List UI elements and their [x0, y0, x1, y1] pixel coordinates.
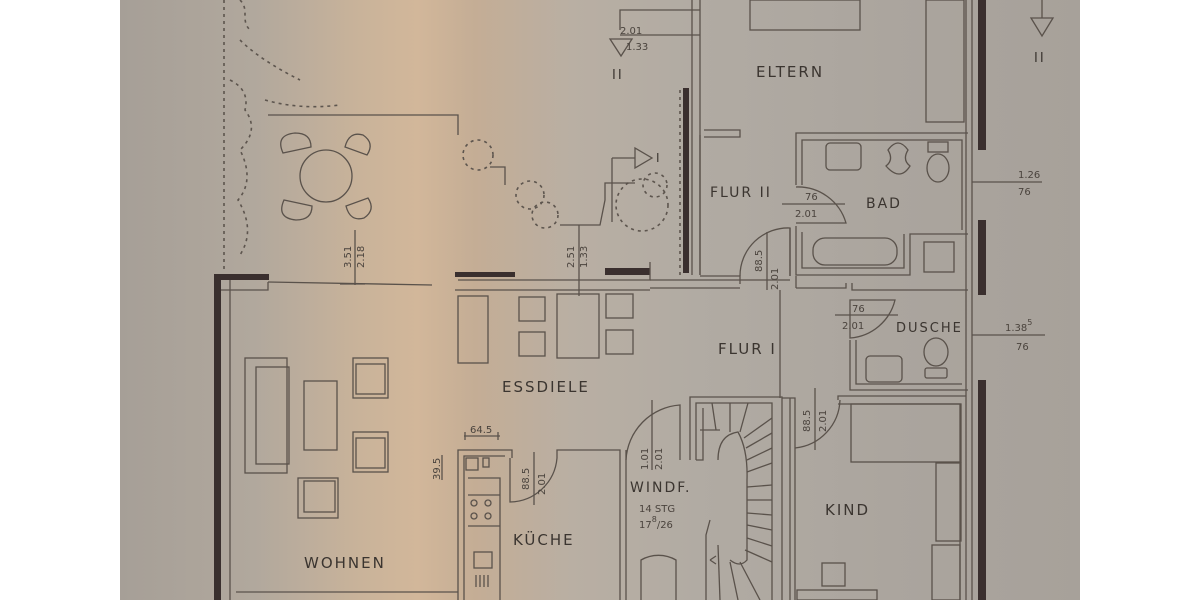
room-label-bad: BAD	[866, 196, 902, 212]
dimension-label: 76	[805, 192, 818, 203]
stairs-ratio-denominator: /26	[657, 520, 673, 531]
dimension-label: 76	[1016, 342, 1029, 353]
dimension-label: 76	[852, 304, 865, 315]
window-dim-dusche: 1.385 76	[972, 318, 1045, 353]
dimension-label: 39.5	[432, 458, 443, 480]
section-marker-label: II	[612, 68, 624, 83]
dimension-superscript: 5	[1027, 318, 1032, 327]
staircase	[689, 396, 783, 600]
door-dim-wohnen: 3.51 2.18	[343, 230, 367, 285]
dimension-label: 3.51	[343, 246, 354, 268]
dimension-label: 1.01	[640, 448, 651, 470]
room-windfang: 1.01 2.01 WINDF. 14 STG 178/26	[625, 400, 691, 600]
dimension-label: 2.01	[620, 26, 642, 37]
room-dusche: 76 2.01 DUSCHE	[796, 283, 968, 391]
stairs-ratio-superscript: 8	[652, 515, 657, 524]
room-label-eltern: ELTERN	[756, 63, 824, 81]
room-label-flur-2: FLUR II	[710, 185, 772, 201]
room-label-dusche: DUSCHE	[896, 321, 963, 336]
room-label-essdiele: ESSDIELE	[502, 378, 590, 396]
exterior-wall-outlines	[221, 0, 973, 600]
room-flur-2: FLUR II 88.5 2.01	[700, 185, 797, 290]
room-bad: BAD 76 2.01	[782, 132, 968, 276]
dimension-label: 64.5	[470, 425, 492, 436]
door-dim-essdiele: 2.51 1.33	[566, 225, 590, 296]
dimension-label: 76	[1018, 187, 1031, 198]
dimension-label: 88.5	[802, 410, 813, 432]
dimension-label: 2.01	[654, 448, 665, 470]
room-label-flur-1: FLUR I	[718, 340, 777, 358]
stairs-ratio: 17	[639, 520, 652, 531]
section-marker-top-right: II	[1029, 0, 1055, 66]
dimension-label: 2.01	[842, 321, 864, 332]
exterior-walls	[214, 0, 986, 600]
terrace-edge	[268, 114, 459, 135]
interior-walls	[650, 279, 790, 398]
floor-plan-drawing: 2.01 1.33 II II I ELTE	[214, 0, 1055, 600]
section-marker-terrace: I	[611, 146, 662, 222]
dimension-label: 1.33	[579, 246, 590, 268]
dimension-label: 1.26	[1018, 170, 1040, 181]
dimension-label: 2.01	[795, 209, 817, 220]
dimension-label: 88.5	[521, 468, 532, 490]
room-essdiele: ESSDIELE	[457, 293, 634, 396]
floor-plan-paper: 2.01 1.33 II II I ELTE	[120, 0, 1080, 600]
dimension-label: 1.33	[626, 42, 648, 53]
terrace-table-set	[280, 132, 372, 221]
room-label-kueche: KÜCHE	[513, 530, 575, 549]
svg-text:178/26: 178/26	[639, 515, 673, 531]
section-marker-label: II	[1034, 51, 1046, 66]
stairs-step-count: 14 STG	[639, 504, 675, 515]
room-kind: 88.5 2.01 KIND	[782, 388, 966, 600]
dimension-label: 2.01	[818, 410, 829, 432]
room-wohnen: WOHNEN	[236, 357, 458, 593]
dimension-label: 1.38	[1005, 323, 1027, 334]
section-marker-label: I	[656, 151, 662, 165]
dimension-label: 2.01	[537, 473, 548, 495]
svg-text:1.385: 1.385	[1005, 318, 1032, 334]
dimension-label: 2.51	[566, 246, 577, 268]
room-label-wohnen: WOHNEN	[304, 554, 386, 572]
room-kueche: 88.5 2.01 KÜCHE 64.5 39.5	[432, 425, 627, 600]
garden-hedges	[223, 0, 681, 275]
section-marker-top-left: 2.01 1.33 II	[608, 9, 700, 83]
dimension-label: 2.01	[770, 268, 781, 290]
room-label-kind: KIND	[825, 501, 870, 519]
window-dim-bad: 1.26 76	[972, 170, 1042, 198]
dimension-label: 88.5	[754, 250, 765, 272]
terrace-edge-2	[490, 166, 635, 226]
room-eltern: ELTERN	[699, 0, 965, 275]
room-label-windfang: WINDF.	[630, 480, 691, 496]
dimension-label: 2.18	[356, 246, 367, 268]
